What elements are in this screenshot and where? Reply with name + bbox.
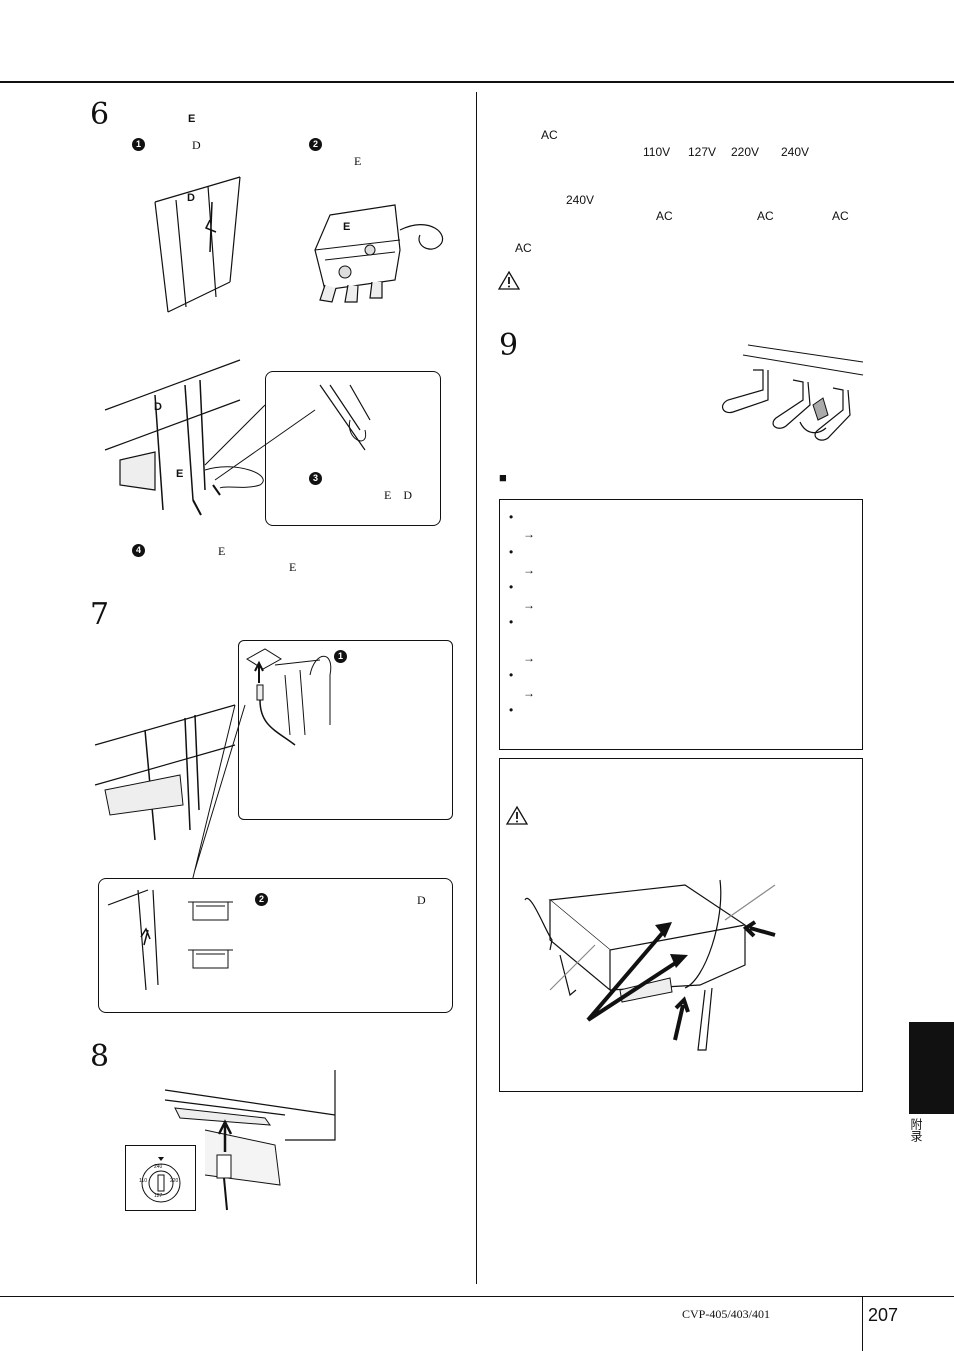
step-8-number: 8 xyxy=(90,1039,110,1074)
step-6-note-e2: E xyxy=(289,560,297,574)
footer-model: CVP-405/403/401 xyxy=(682,1307,771,1321)
footer-page-divider xyxy=(862,1296,863,1351)
checklist-bullet-6: • xyxy=(509,703,514,717)
step-7-base-illustration xyxy=(94,704,246,891)
step-6-label-e: E xyxy=(188,113,196,125)
pedal-height-adjust-illustration xyxy=(721,344,864,441)
column-divider xyxy=(476,92,477,1284)
voltage-220: 220V xyxy=(731,145,760,159)
callout-label-ed: E D xyxy=(384,488,412,502)
checklist-arrow-4: → xyxy=(523,651,535,665)
dial-label-240: 240 xyxy=(154,1164,163,1170)
fig-label-d: D xyxy=(187,192,195,204)
right-ac-1: AC xyxy=(541,128,558,142)
caution-triangle-icon xyxy=(505,805,529,825)
pedal-box-e-illustration xyxy=(314,204,444,303)
step-7-detail-illustration xyxy=(107,889,233,991)
step-6-callout-box xyxy=(265,371,441,526)
assembled-base-illustration xyxy=(104,359,264,516)
section-square-bullet: ■ xyxy=(499,470,507,485)
step-6-note-e1: E xyxy=(218,544,226,558)
step-7-lower-box xyxy=(98,878,453,1013)
step-9-number: 9 xyxy=(499,328,519,363)
right-ac-5: AC xyxy=(515,241,532,255)
checklist-box xyxy=(499,499,863,750)
step-7-bullet-1: 1 xyxy=(334,650,347,663)
step-6-bullet-2: 2 xyxy=(309,138,322,151)
lifting-instrument-illustration xyxy=(524,879,776,1051)
checklist-arrow-1: → xyxy=(523,527,535,541)
dial-label-110: 110 xyxy=(139,1178,147,1184)
step-7-label-d: D xyxy=(417,893,426,907)
step-6-bullet-3: 3 xyxy=(309,472,322,485)
warning-triangle-icon xyxy=(497,270,521,290)
side-panel-d-illustration xyxy=(154,176,241,313)
fig-label-e: E xyxy=(343,221,351,233)
checklist-arrow-5: → xyxy=(523,686,535,700)
moving-caution-box xyxy=(499,758,863,1092)
step-6-label-d: D xyxy=(192,138,201,152)
right-ac-4: AC xyxy=(832,209,849,223)
step-6-bullet-1: 1 xyxy=(132,138,145,151)
callout-detail-illustration xyxy=(204,384,371,481)
fig2-label-d: D xyxy=(154,401,162,413)
checklist-arrow-3: → xyxy=(523,598,535,612)
step-7-bullet-2: 2 xyxy=(255,893,268,906)
footer-rule xyxy=(0,1296,954,1297)
side-tab-label: 附录 xyxy=(909,1118,923,1142)
appendix-side-tab xyxy=(909,1022,954,1114)
voltage-240: 240V xyxy=(781,145,810,159)
right-240v: 240V xyxy=(566,193,595,207)
step-7-number: 7 xyxy=(90,597,110,632)
checklist-bullet-1: • xyxy=(509,510,514,524)
fig2-label-e: E xyxy=(176,468,184,480)
voltage-110: 110V xyxy=(643,145,671,159)
page-number: 207 xyxy=(868,1305,899,1325)
step-6-label-e2: E xyxy=(354,154,362,168)
checklist-arrow-2: → xyxy=(523,563,535,577)
header-rule xyxy=(0,81,954,83)
voltage-selector-inset xyxy=(125,1145,196,1211)
voltage-127: 127V xyxy=(688,145,717,159)
right-ac-2: AC xyxy=(656,209,673,223)
step-6-number: 6 xyxy=(90,97,110,132)
pedal-cord-plug-illustration xyxy=(246,648,332,746)
checklist-bullet-2: • xyxy=(509,545,514,559)
voltage-dial-illustration xyxy=(141,1157,181,1203)
dial-label-127: 127 xyxy=(154,1193,163,1199)
dial-label-220: 220 xyxy=(170,1178,179,1184)
right-ac-3: AC xyxy=(757,209,774,223)
power-cord-illustration xyxy=(164,1070,336,1211)
checklist-bullet-4: • xyxy=(509,615,514,629)
checklist-bullet-5: • xyxy=(509,668,514,682)
checklist-bullet-3: • xyxy=(509,580,514,594)
step-6-bullet-4: 4 xyxy=(132,544,145,557)
